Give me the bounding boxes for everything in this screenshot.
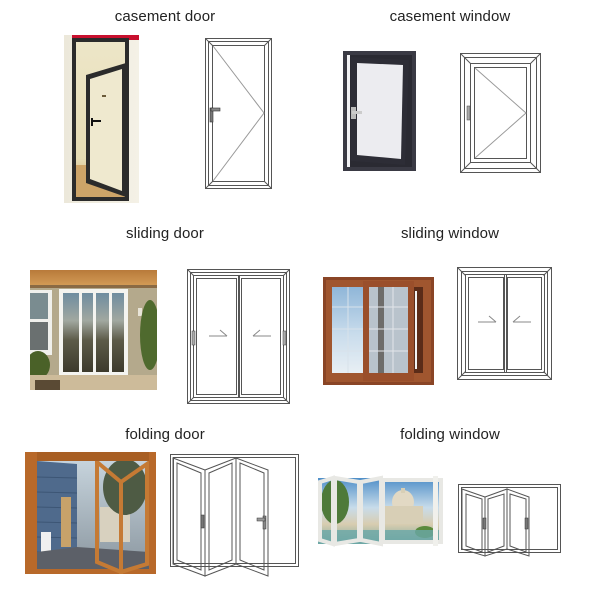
title-folding-door: folding door: [125, 426, 205, 443]
casement-window-drawing: [460, 53, 542, 174]
casement-door-drawing: [205, 38, 273, 190]
title-folding-window: folding window: [400, 426, 500, 443]
folding-door-photo: [25, 452, 156, 574]
title-casement-door: casement door: [114, 8, 216, 25]
casement-window-photo: [343, 51, 416, 171]
sliding-window-photo: [323, 277, 434, 385]
title-sliding-door: sliding door: [126, 225, 204, 242]
title-sliding-window: sliding window: [400, 225, 500, 242]
folding-window-photo: [315, 474, 446, 548]
sliding-door-photo: [30, 270, 157, 390]
folding-window-drawing: [458, 484, 562, 558]
sliding-window-drawing: [457, 267, 553, 381]
title-casement-window: casement window: [389, 8, 511, 25]
casement-door-photo: [64, 35, 139, 203]
folding-door-drawing: [170, 454, 300, 580]
sliding-door-drawing: [187, 269, 291, 405]
